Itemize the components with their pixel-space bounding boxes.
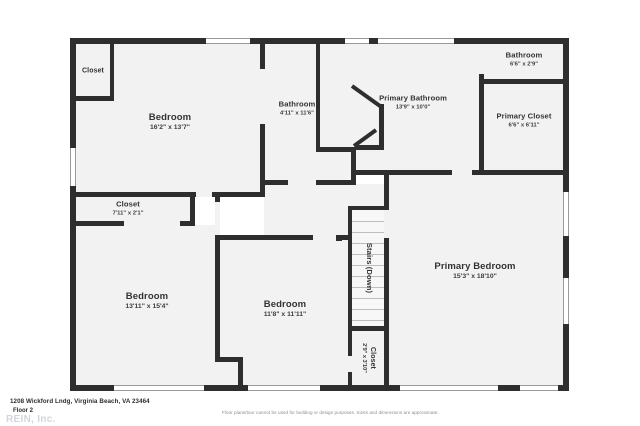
door-swing-primary-bathroom-lower [352, 128, 378, 148]
door-gap-bedroom-lower-mid-top [313, 235, 336, 240]
interior-wall-primary-bedroom-left [384, 170, 389, 210]
door-gap-hall-to-lower-mid [215, 202, 220, 235]
interior-wall-stairs-bottom [348, 326, 389, 331]
interior-wall-bathroom-center-step-side [351, 147, 356, 184]
floor-label: Floor 2 [13, 408, 34, 414]
interior-wall-closet-stairs-left [348, 326, 352, 356]
interior-wall-bathroom-top-right-bottom [479, 79, 569, 84]
room-fill-primary-bedroom [388, 174, 563, 385]
interior-wall-bedroom-bathroom-divider-lower [260, 124, 265, 194]
stair-treads [352, 210, 384, 326]
door-gap-bathroom-top-right-left [479, 44, 484, 74]
interior-wall-bedroom-upper-left-bottom-b [212, 192, 265, 197]
door-gap-closet-stairs [348, 356, 352, 372]
interior-wall-primary-bathroom-bottom [356, 170, 452, 175]
room-fill-primary-bathroom [320, 44, 483, 174]
door-swing-primary-bathroom [350, 84, 382, 108]
window-bottom-1 [114, 385, 204, 391]
room-fill-closet-stairs [348, 330, 388, 385]
door-gap-bedroom-upper-left [260, 69, 265, 124]
interior-wall-bathroom-center-step-right [316, 44, 320, 151]
rein-watermark: REIN, Inc. [6, 414, 56, 425]
interior-wall-primary-bath-jamb [379, 104, 384, 150]
window-right-2 [563, 278, 569, 324]
door-gap-bedroom-upper-left-bottom [196, 192, 212, 197]
window-bottom-4 [520, 385, 558, 391]
interior-wall-bedroom-lower-divider [215, 235, 220, 361]
window-right-1 [563, 192, 569, 236]
interior-wall-closet-top-left-right [110, 41, 114, 100]
footer: 1208 Wickford Lndg, Virginia Beach, VA 2… [0, 396, 640, 426]
window-top-1 [206, 38, 250, 44]
interior-wall-bedroom-upper-left-bottom [70, 192, 196, 197]
interior-wall-closet-mid-left-right [190, 197, 195, 225]
interior-wall-stairs-left [348, 206, 352, 330]
door-gap-bathroom-center-bottom [288, 180, 316, 185]
room-fill-bathroom-top-right [483, 44, 563, 82]
window-bottom-2 [248, 385, 320, 391]
property-address: 1208 Wickford Lndg, Virginia Beach, VA 2… [10, 398, 150, 405]
interior-wall-bathroom-center-bottom [260, 180, 288, 185]
interior-wall-closet-stairs-left-b [348, 372, 352, 388]
interior-wall-bedroom-lower-jog [215, 357, 243, 362]
interior-wall-primary-bathroom-bottom-b [472, 170, 563, 175]
floor-plan-canvas: Closet Bedroom 16'2" x 13'7" Bathroom 4'… [70, 38, 569, 391]
interior-wall-bedroom-lower-mid-top [215, 235, 313, 240]
exterior-wall-top [76, 38, 563, 44]
room-fill-closet-mid-left [76, 197, 194, 225]
room-fill-primary-closet [483, 82, 563, 174]
interior-wall-stairs-top [348, 206, 389, 210]
window-top-2 [345, 38, 369, 44]
door-gap-primary-bedroom-left [384, 210, 389, 238]
room-fill-closet-top-left [76, 44, 110, 100]
interior-wall-bathroom-center-bottom-b [316, 180, 356, 185]
interior-wall-stair-hall-stub [336, 235, 342, 241]
interior-wall-bedroom-bathroom-divider [260, 41, 265, 69]
interior-wall-bedroom-lower-jog-down [238, 357, 243, 387]
window-bottom-3 [400, 385, 498, 391]
interior-wall-bathroom-center-step-top [316, 147, 356, 152]
interior-wall-primary-bath-jamb-base [356, 145, 384, 150]
room-fill-bedroom-lower-left [76, 225, 220, 385]
door-gap-primary-bathroom-bottom [452, 170, 472, 175]
interior-wall-primary-bath-right [479, 41, 484, 175]
window-left-1 [70, 148, 76, 186]
door-gap-closet-mid-left-bottom [124, 221, 180, 226]
interior-wall-closet-top-left-bottom [70, 96, 114, 101]
exterior-wall-left [70, 38, 76, 391]
interior-wall-hall-jamb-top [215, 192, 220, 202]
window-top-3 [378, 38, 454, 44]
disclaimer-text: Floor plans/tour cannot be used for buil… [222, 410, 439, 415]
interior-wall-stairs-right [384, 206, 389, 330]
interior-wall-closet-stairs-right [384, 326, 389, 388]
